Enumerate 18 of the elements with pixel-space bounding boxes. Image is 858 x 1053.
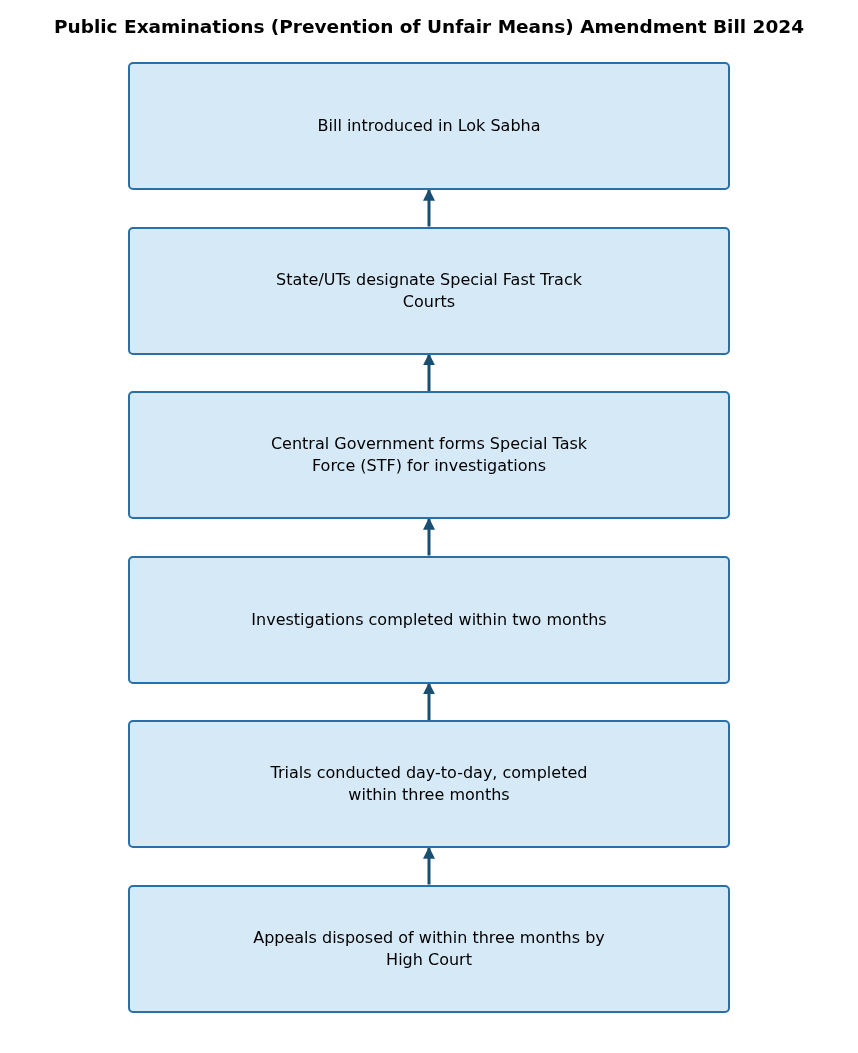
arrow bbox=[423, 682, 435, 720]
box-text: Appeals disposed of within three months by High Court bbox=[252, 926, 606, 971]
arrow bbox=[423, 846, 435, 885]
arrow bbox=[423, 353, 435, 391]
process-box bbox=[128, 391, 730, 519]
box-text: Trials conducted day-to-day, completed within three months bbox=[269, 762, 589, 806]
box-text: Investigations completed within two months bbox=[251, 608, 607, 631]
process-box bbox=[128, 884, 730, 1013]
arrow bbox=[423, 188, 435, 227]
diagram-title: Public Examinations (Prevention of Unfair Means) Amendment Bill 2024 bbox=[52, 16, 806, 37]
arrow bbox=[423, 517, 435, 556]
process-box bbox=[128, 226, 730, 355]
process-box bbox=[128, 720, 730, 848]
box-text: State/UTs designate Special Fast Track Courts bbox=[275, 268, 583, 313]
process-box bbox=[128, 555, 730, 684]
box-text: Central Government forms Special Task Force (STF) for investigations bbox=[269, 433, 589, 477]
process-box bbox=[128, 62, 730, 190]
box-text: Bill introduced in Lok Sabha bbox=[317, 115, 541, 137]
